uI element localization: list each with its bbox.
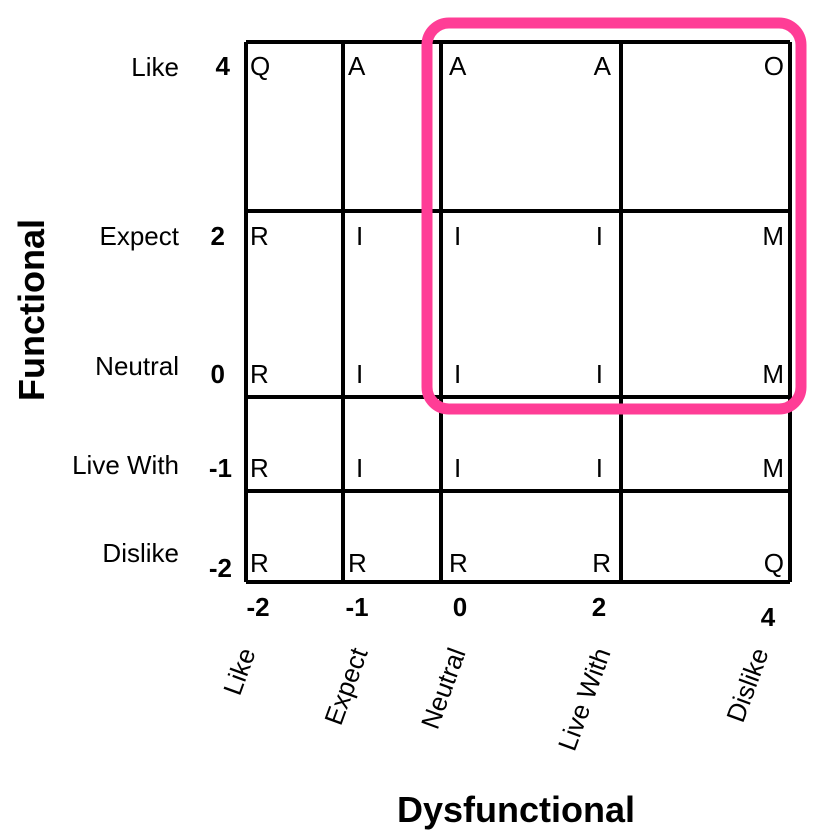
table-cell: I xyxy=(454,221,461,251)
grid xyxy=(244,40,792,584)
table-cell: I xyxy=(596,453,603,483)
row-label: Live With xyxy=(72,450,179,480)
column-tick: -1 xyxy=(345,592,368,622)
table-cell: R xyxy=(449,548,468,578)
table-cell: I xyxy=(596,359,603,389)
table-cell: R xyxy=(250,548,269,578)
highlight-box xyxy=(421,17,807,415)
row-tick: 0 xyxy=(211,359,225,389)
table-cell: I xyxy=(596,221,603,251)
table-cell: A xyxy=(449,51,467,81)
row-tick: -1 xyxy=(209,453,232,483)
table-cell: A xyxy=(348,51,366,81)
column-label: Live With xyxy=(552,644,617,755)
table-cell: R xyxy=(348,548,367,578)
row-label: Like xyxy=(131,52,179,82)
row-label: Neutral xyxy=(95,351,179,381)
row-label: Dislike xyxy=(102,538,179,568)
table-cell: I xyxy=(454,453,461,483)
table-cell: M xyxy=(762,359,784,389)
row-ticks: 4 2 0 -1 -2 xyxy=(209,51,232,583)
table-cell: Q xyxy=(250,51,270,81)
column-label: Expect xyxy=(318,643,374,729)
table-cell: I xyxy=(454,359,461,389)
table-cell: A xyxy=(594,51,612,81)
row-tick: -2 xyxy=(209,553,232,583)
column-tick: 4 xyxy=(761,602,776,632)
column-tick: -2 xyxy=(246,592,269,622)
row-label: Expect xyxy=(100,221,180,251)
column-label: Neutral xyxy=(415,644,472,733)
table-cell: R xyxy=(250,221,269,251)
row-tick: 4 xyxy=(216,51,231,81)
column-ticks: -2 -1 0 2 4 xyxy=(246,592,775,632)
table-cell: R xyxy=(250,359,269,389)
column-labels: Like Expect Neutral Live With Dislike xyxy=(217,643,775,754)
table-cell: I xyxy=(356,359,363,389)
y-axis-title: Functional xyxy=(11,219,52,401)
cells: Q A A A O R I I I M R I I I M R I I I M … xyxy=(250,51,784,578)
row-tick: 2 xyxy=(211,221,225,251)
table-cell: M xyxy=(762,221,784,251)
row-labels: Like Expect Neutral Live With Dislike xyxy=(72,52,180,568)
column-label: Like xyxy=(217,644,262,699)
column-label: Dislike xyxy=(720,644,774,726)
table-cell: R xyxy=(592,548,611,578)
table-cell: I xyxy=(356,221,363,251)
table-cell: R xyxy=(250,453,269,483)
column-tick: 2 xyxy=(592,592,606,622)
table-cell: O xyxy=(764,51,784,81)
table-cell: I xyxy=(356,453,363,483)
x-axis-title: Dysfunctional xyxy=(397,789,635,830)
column-tick: 0 xyxy=(453,592,467,622)
table-cell: Q xyxy=(764,548,784,578)
table-cell: M xyxy=(762,453,784,483)
